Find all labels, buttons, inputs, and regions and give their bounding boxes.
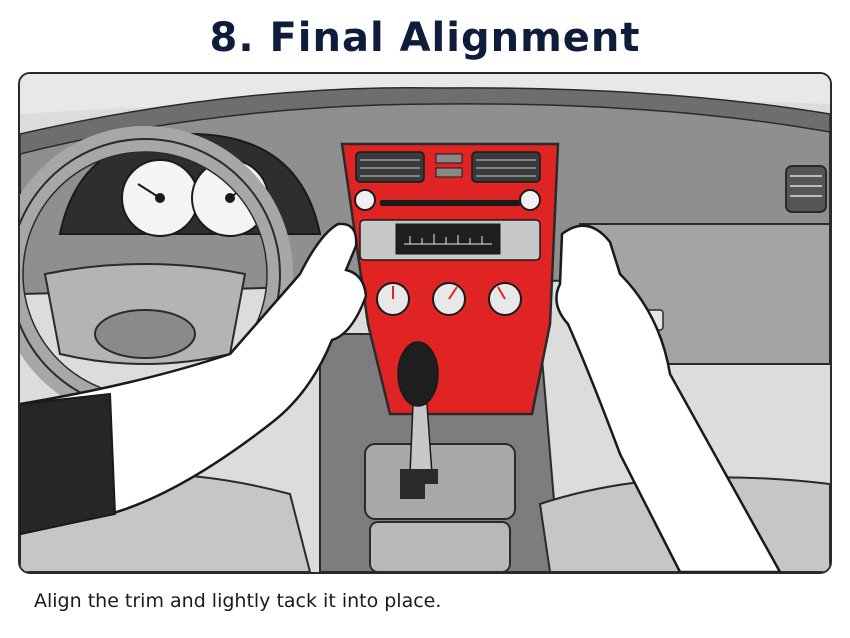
climate-knob-icon[interactable] (376, 282, 522, 316)
hand-icon (20, 222, 782, 572)
shifter-bezel (364, 443, 516, 520)
radio-trim-panel[interactable] (340, 142, 560, 416)
volume-knob[interactable] (354, 189, 376, 211)
air-vent-icon (785, 165, 827, 213)
console-bin (369, 521, 511, 572)
tune-knob[interactable] (519, 189, 541, 211)
dashboard-brow (20, 86, 830, 155)
cd-slot[interactable] (380, 200, 520, 206)
air-vent-icon (355, 151, 541, 183)
step-caption: Align the trim and lightly tack it into … (34, 590, 442, 612)
illustration-panel (18, 72, 832, 574)
radio-display-icon (395, 223, 501, 255)
step-title: 8. Final Alignment (209, 15, 641, 61)
gear-shifter-icon[interactable] (397, 341, 439, 499)
car-interior-illustration (20, 74, 830, 572)
